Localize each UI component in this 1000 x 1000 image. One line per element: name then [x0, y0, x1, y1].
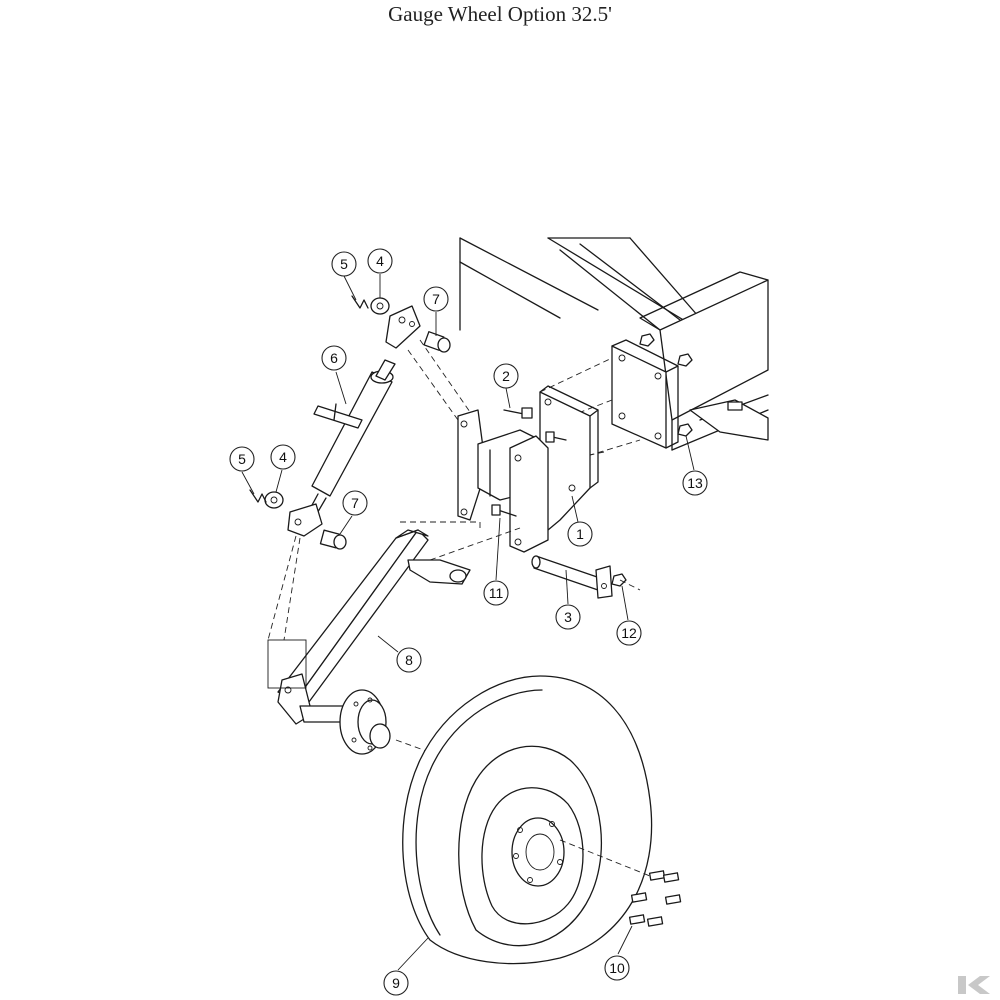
- svg-text:9: 9: [392, 975, 400, 991]
- callout-7b: 7: [342, 490, 368, 516]
- page-title: Gauge Wheel Option 32.5': [388, 2, 612, 26]
- svg-text:4: 4: [279, 449, 287, 465]
- tire-wheel: [402, 675, 653, 965]
- brand-k-logo-icon: [958, 976, 990, 994]
- wheel-hub: [299, 689, 391, 755]
- washer-lower: [264, 491, 284, 509]
- hydraulic-cylinder: [287, 305, 421, 537]
- callout-9: 9: [383, 970, 409, 996]
- toolbar-frame: [459, 237, 769, 451]
- lug-bolts: [628, 870, 682, 927]
- svg-text:7: 7: [432, 291, 440, 307]
- bolt-11: [491, 504, 517, 517]
- lock-nut: [611, 573, 627, 587]
- callout-4b: 4: [270, 444, 296, 470]
- svg-text:3: 3: [564, 609, 572, 625]
- svg-text:8: 8: [405, 652, 413, 668]
- clevis-pin-upper: [423, 331, 451, 353]
- svg-text:5: 5: [340, 256, 348, 272]
- pivot-pin: [531, 555, 613, 599]
- callout-5a: 5: [331, 251, 357, 277]
- callout-10: 10: [604, 955, 630, 981]
- callout-1: 1: [567, 521, 593, 547]
- callout-3: 3: [555, 604, 581, 630]
- callout-13: 13: [682, 470, 708, 496]
- callout-11: 11: [483, 580, 509, 606]
- svg-text:11: 11: [489, 585, 504, 601]
- callout-6: 6: [321, 345, 347, 371]
- svg-text:5: 5: [238, 451, 246, 467]
- cotter-pin-lower: [249, 489, 267, 503]
- mounting-bracket: [457, 385, 599, 553]
- svg-text:13: 13: [687, 475, 703, 491]
- svg-text:12: 12: [621, 625, 637, 641]
- svg-text:4: 4: [376, 253, 384, 269]
- svg-text:7: 7: [351, 495, 359, 511]
- clevis-pin-lower: [319, 529, 347, 550]
- cotter-pin-upper: [351, 295, 369, 309]
- callout-4a: 4: [367, 248, 393, 274]
- callout-2: 2: [493, 363, 519, 389]
- svg-text:1: 1: [576, 526, 584, 542]
- callout-7a: 7: [423, 286, 449, 312]
- callout-5b: 5: [229, 446, 255, 472]
- svg-text:10: 10: [609, 960, 625, 976]
- washer-upper: [370, 297, 390, 315]
- svg-text:2: 2: [502, 368, 510, 384]
- callout-12: 12: [616, 620, 642, 646]
- callout-8: 8: [396, 647, 422, 673]
- leader-lines: [241, 274, 695, 971]
- svg-text:6: 6: [330, 350, 338, 366]
